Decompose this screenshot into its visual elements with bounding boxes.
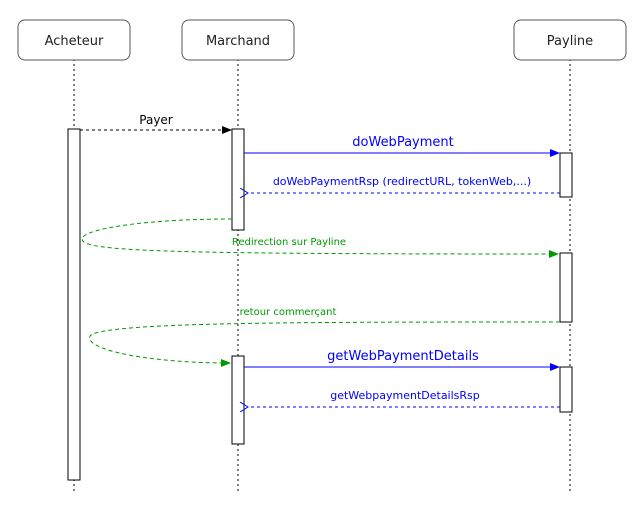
activation-payline-1	[559, 152, 573, 198]
message-get-details: getWebPaymentDetails	[244, 349, 560, 371]
message-retour-label: retour commerçant	[240, 307, 337, 318]
participant-acheteur: Acheteur	[17, 19, 131, 61]
message-get-details-rsp: getWebpaymentDetailsRsp	[248, 389, 560, 407]
activation-marchand-1	[231, 128, 245, 231]
participant-marchand-label: Marchand	[206, 34, 270, 49]
message-redirection: Redirection sur Payline	[81, 218, 559, 258]
participant-marchand: Marchand	[181, 19, 295, 61]
participant-payline: Payline	[513, 19, 627, 61]
activation-payline-2	[559, 252, 573, 323]
message-retour: retour commerçant	[89, 307, 561, 367]
message-do-web-payment-label: doWebPayment	[352, 135, 453, 150]
message-payer: Payer	[80, 113, 232, 134]
activation-marchand-2	[231, 355, 245, 445]
message-payer-label: Payer	[139, 113, 173, 127]
message-do-web-payment: doWebPayment	[244, 135, 560, 157]
activation-payline-3	[559, 366, 573, 413]
participant-acheteur-label: Acheteur	[45, 34, 104, 49]
participant-payline-label: Payline	[547, 34, 593, 49]
activation-acheteur	[67, 128, 81, 481]
message-get-details-rsp-label: getWebpaymentDetailsRsp	[330, 389, 480, 402]
message-do-web-payment-rsp-label: doWebPaymentRsp (redirectURL, tokenWeb,.…	[273, 175, 531, 188]
message-redirection-label: Redirection sur Payline	[232, 237, 346, 248]
message-do-web-payment-rsp: doWebPaymentRsp (redirectURL, tokenWeb,.…	[248, 175, 560, 193]
message-get-details-label: getWebPaymentDetails	[327, 349, 479, 364]
